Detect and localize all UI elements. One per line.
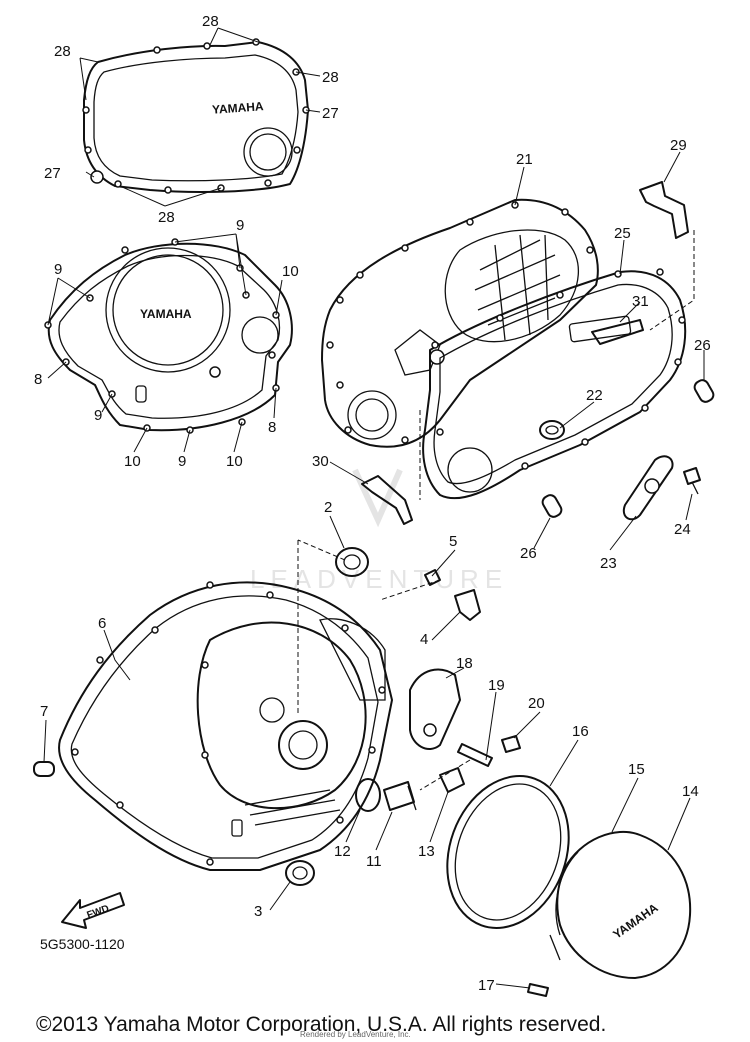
- crankcase-cover-gasket-25: [422, 268, 687, 500]
- bolt-20: [501, 735, 521, 753]
- leadventure-watermark: LEADVENTURE: [250, 468, 508, 594]
- callout-13: 13: [418, 843, 435, 860]
- plate-18: [409, 668, 461, 750]
- neutral-switch-4: [454, 589, 481, 621]
- callout-28: 28: [158, 209, 175, 226]
- bracket-13: [439, 767, 465, 793]
- callout-5: 5: [449, 533, 457, 550]
- alignment-lines: [297, 230, 695, 791]
- oil-seal-2: [335, 547, 369, 577]
- svg-text:YAMAHA: YAMAHA: [140, 307, 192, 321]
- callout-18: 18: [456, 655, 473, 672]
- svg-text:YAMAHA: YAMAHA: [610, 900, 661, 941]
- callout-9: 9: [236, 217, 244, 234]
- callout-26: 26: [694, 337, 711, 354]
- callout-16: 16: [572, 723, 589, 740]
- callout-28: 28: [322, 69, 339, 86]
- callout-9: 9: [54, 261, 62, 278]
- callout-26: 26: [520, 545, 537, 562]
- callout-8: 8: [268, 419, 276, 436]
- svg-text:YAMAHA: YAMAHA: [212, 99, 265, 117]
- dowel-pin-26-upper: [693, 379, 715, 403]
- oil-seal-22: [539, 420, 565, 440]
- callout-25: 25: [614, 225, 631, 242]
- callout-28: 28: [202, 13, 219, 30]
- plug-11: [383, 781, 417, 811]
- callout-3: 3: [254, 903, 262, 920]
- copyright-notice: ©2013 Yamaha Motor Corporation, U.S.A. A…: [36, 1013, 607, 1036]
- oil-seal-3: [285, 860, 315, 886]
- callout-27: 27: [322, 105, 339, 122]
- callout-30: 30: [312, 453, 329, 470]
- callout-20: 20: [528, 695, 545, 712]
- forward-direction-arrow: FWD: [61, 892, 125, 929]
- callout-24: 24: [674, 521, 691, 538]
- callout-7: 7: [40, 703, 48, 720]
- callout-12: 12: [334, 843, 351, 860]
- cover-plate-23: [622, 455, 674, 521]
- callout-19: 19: [488, 677, 505, 694]
- callout-11: 11: [366, 853, 382, 870]
- callout-9: 9: [94, 407, 102, 424]
- svg-text:FWD: FWD: [85, 903, 110, 921]
- gasket-16: [446, 775, 570, 929]
- svg-text:LEADVENTURE: LEADVENTURE: [250, 564, 508, 594]
- bracket-30: [361, 475, 413, 525]
- callout-23: 23: [600, 555, 617, 572]
- callout-4: 4: [420, 631, 428, 648]
- callout-10: 10: [226, 453, 243, 470]
- bracket-31: [591, 319, 644, 345]
- callout-31: 31: [632, 293, 649, 310]
- crankcase-cover-6: [58, 581, 393, 871]
- callout-10: 10: [282, 263, 299, 280]
- o-ring-12: [355, 778, 381, 812]
- callout-2: 2: [324, 499, 332, 516]
- callout-numbers: 28 28 28 27 27 28 9 9 10 8 9 10 9 10 8 2…: [34, 13, 711, 994]
- bolt-24: [683, 467, 701, 495]
- clutch-cover-gasket-outline: YAMAHA: [82, 38, 310, 194]
- rendered-by-credit: Rendered by LeadVenture, Inc.: [300, 1030, 411, 1039]
- leader-lines: [43, 27, 705, 989]
- callout-14: 14: [682, 783, 699, 800]
- callout-17: 17: [478, 977, 495, 994]
- screw-17: [527, 983, 549, 997]
- callout-27: 27: [44, 165, 61, 182]
- bracket-29: [639, 181, 689, 239]
- callout-29: 29: [670, 137, 687, 154]
- callout-6: 6: [98, 615, 106, 632]
- callout-28: 28: [54, 43, 71, 60]
- callout-8: 8: [34, 371, 42, 388]
- drawing-code: 5G5300-1120: [40, 936, 125, 952]
- crankcase-cover-21: [321, 198, 599, 448]
- dowel-pin-7: [33, 761, 55, 777]
- callout-9: 9: [178, 453, 186, 470]
- generator-cover-gasket-outline: YAMAHA: [44, 238, 293, 434]
- callout-15: 15: [628, 761, 645, 778]
- bolt-19: [457, 743, 493, 767]
- callout-21: 21: [516, 151, 533, 168]
- cover-14-15: YAMAHA: [549, 830, 692, 979]
- callout-10: 10: [124, 453, 141, 470]
- dowel-pin-26-lower: [541, 494, 563, 518]
- callout-22: 22: [586, 387, 603, 404]
